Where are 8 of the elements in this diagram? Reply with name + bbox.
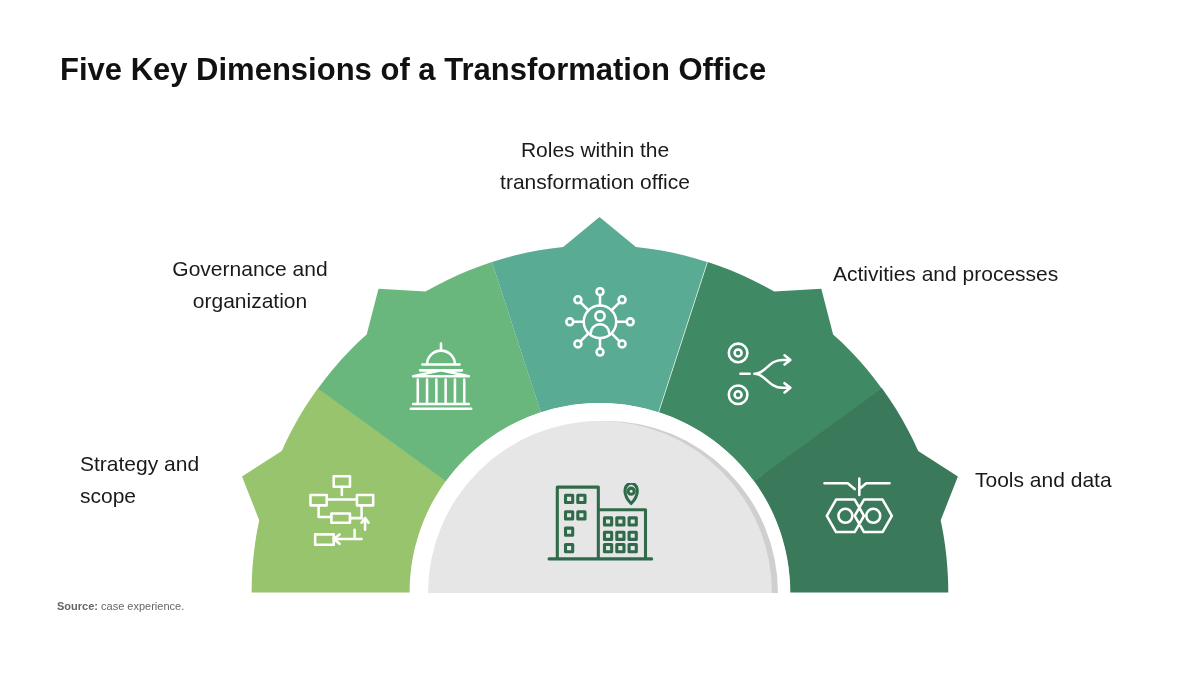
source-note: Source: case experience. [57,600,185,612]
segment-label: Activities and processes [833,261,1060,287]
segment-label: Strategy and scope [80,451,201,509]
segment-label: Roles within the transformation office [499,137,691,195]
segment-label: Tools and data [975,467,1113,493]
segment-label: Governance and organization [171,256,329,314]
center-semicircle [410,403,790,593]
title: Five Key Dimensions of a Transformation Office [60,52,767,88]
